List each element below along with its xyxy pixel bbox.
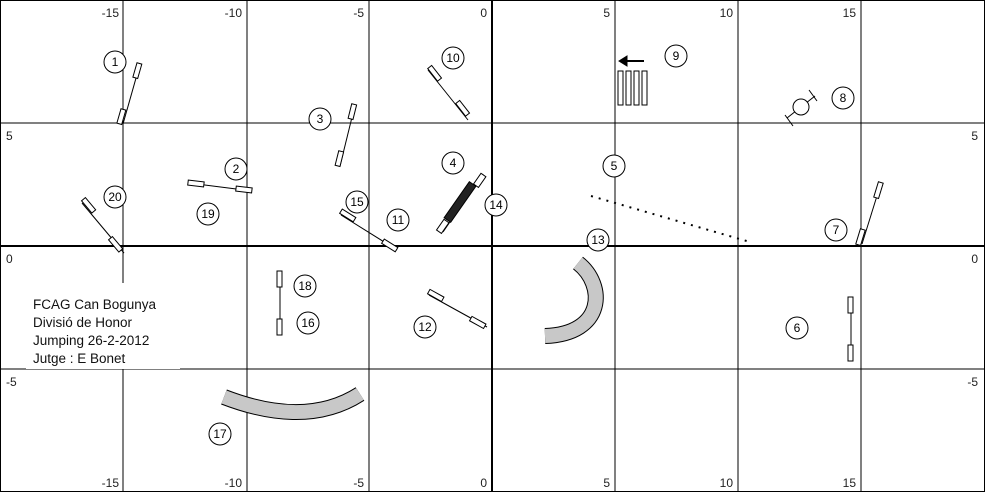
top-tick-label: 15 [843, 6, 857, 20]
marker-circle [293, 274, 317, 298]
jump-obstacle-7 [855, 181, 884, 247]
left-tick-label: -5 [6, 375, 17, 389]
weave-obstacle-9 [617, 70, 648, 106]
jump-obstacle-6 [847, 296, 854, 362]
jump-obstacle-20 [80, 196, 125, 254]
marker-circle [441, 151, 465, 175]
top-tick-label: -15 [102, 6, 120, 20]
course-info-box: FCAG Can Bogunya Divisió de Honor Jumpin… [26, 283, 180, 369]
marker-circle [586, 228, 610, 252]
top-tick-label: 5 [603, 6, 610, 20]
obstacle-number-markers [103, 44, 855, 446]
event-name: Jumping 26-2-2012 [33, 333, 149, 348]
left-axis-labels: 5 0 -5 [6, 129, 17, 389]
tunnel-obstacle-17 [221, 387, 365, 421]
obstacle-number-label: 2 [233, 162, 240, 176]
obstacle-number-label: 15 [350, 195, 364, 209]
jump-obstacle-16 [276, 270, 283, 336]
jump-obstacle-12 [426, 288, 488, 330]
right-axis-labels: 5 0 -5 [967, 129, 978, 389]
obstacle-number-label: 3 [317, 112, 324, 126]
marker-circle [296, 311, 320, 335]
jump-obstacle-1 [116, 62, 143, 126]
top-tick-label: -5 [353, 6, 364, 20]
bottom-tick-label: 0 [480, 476, 487, 490]
obstacle-number-label: 8 [840, 91, 847, 105]
obstacle-number-label: 18 [298, 279, 312, 293]
bottom-tick-label: 10 [720, 476, 734, 490]
left-tick-label: 0 [6, 252, 13, 266]
obstacle-number-labels: 1 2 3 4 5 6 7 8 9 10 11 12 13 14 15 16 1… [108, 49, 846, 441]
marker-circle [413, 315, 437, 339]
obstacle-number-label: 1 [112, 55, 119, 69]
obstacle-number-label: 14 [489, 198, 503, 212]
bottom-tick-label: -5 [353, 476, 364, 490]
obstacle-number-label: 4 [450, 156, 457, 170]
marker-circle [831, 86, 855, 110]
obstacle-number-label: 11 [392, 213, 405, 227]
left-tick-label: 5 [6, 129, 13, 143]
right-tick-label: 5 [971, 129, 978, 143]
top-axis-labels: -15 -10 -5 0 5 10 15 [102, 6, 857, 20]
marker-circle [103, 50, 127, 74]
jump-obstacle-3 [334, 103, 358, 168]
top-tick-label: 10 [720, 6, 734, 20]
marker-circle [308, 107, 332, 131]
bottom-tick-label: -15 [102, 476, 120, 490]
judge-name: Jutge : E Bonet [33, 351, 126, 366]
marker-circle [441, 46, 465, 70]
marker-circle [664, 44, 688, 68]
dotted-path-line [590, 195, 751, 243]
wall-obstacle-4 [435, 172, 487, 235]
obstacle-number-label: 16 [301, 316, 315, 330]
marker-circle [196, 202, 220, 226]
obstacle-number-label: 13 [591, 233, 605, 247]
marker-circle [785, 316, 809, 340]
marker-circle [824, 218, 848, 242]
arrow-left-icon [618, 55, 644, 67]
obstacle-number-label: 12 [418, 320, 432, 334]
obstacle-number-label: 9 [673, 49, 680, 63]
jump-obstacle-11 [338, 208, 399, 253]
obstacle-number-label: 19 [201, 207, 215, 221]
obstacle-number-label: 17 [213, 427, 227, 441]
bottom-axis-labels: -15 -10 -5 0 5 10 15 [102, 476, 857, 490]
division-name: Divisió de Honor [33, 315, 133, 330]
right-tick-label: -5 [967, 375, 978, 389]
club-name: FCAG Can Bogunya [33, 297, 157, 312]
obstacle-number-label: 6 [794, 321, 801, 335]
bottom-tick-label: -10 [225, 476, 243, 490]
marker-circle [208, 422, 232, 446]
obstacle-number-label: 20 [108, 190, 122, 204]
bottom-tick-label: 15 [843, 476, 857, 490]
jump-obstacle-10 [427, 64, 471, 121]
obstacle-number-label: 5 [611, 159, 618, 173]
marker-circle [103, 185, 127, 209]
marker-circle [224, 157, 248, 181]
marker-circle [602, 154, 626, 178]
right-tick-label: 0 [971, 252, 978, 266]
obstacle-number-label: 10 [446, 51, 460, 65]
tyre-obstacle-8 [784, 89, 818, 127]
tunnel-obstacle-13 [544, 256, 604, 344]
bottom-tick-label: 5 [603, 476, 610, 490]
marker-circle [345, 190, 369, 214]
marker-circle [484, 193, 508, 217]
obstacles [80, 55, 884, 362]
marker-circle [386, 208, 410, 232]
top-tick-label: 0 [480, 6, 487, 20]
top-tick-label: -10 [225, 6, 243, 20]
jump-obstacle-2 [187, 179, 253, 194]
obstacle-number-label: 7 [833, 223, 840, 237]
